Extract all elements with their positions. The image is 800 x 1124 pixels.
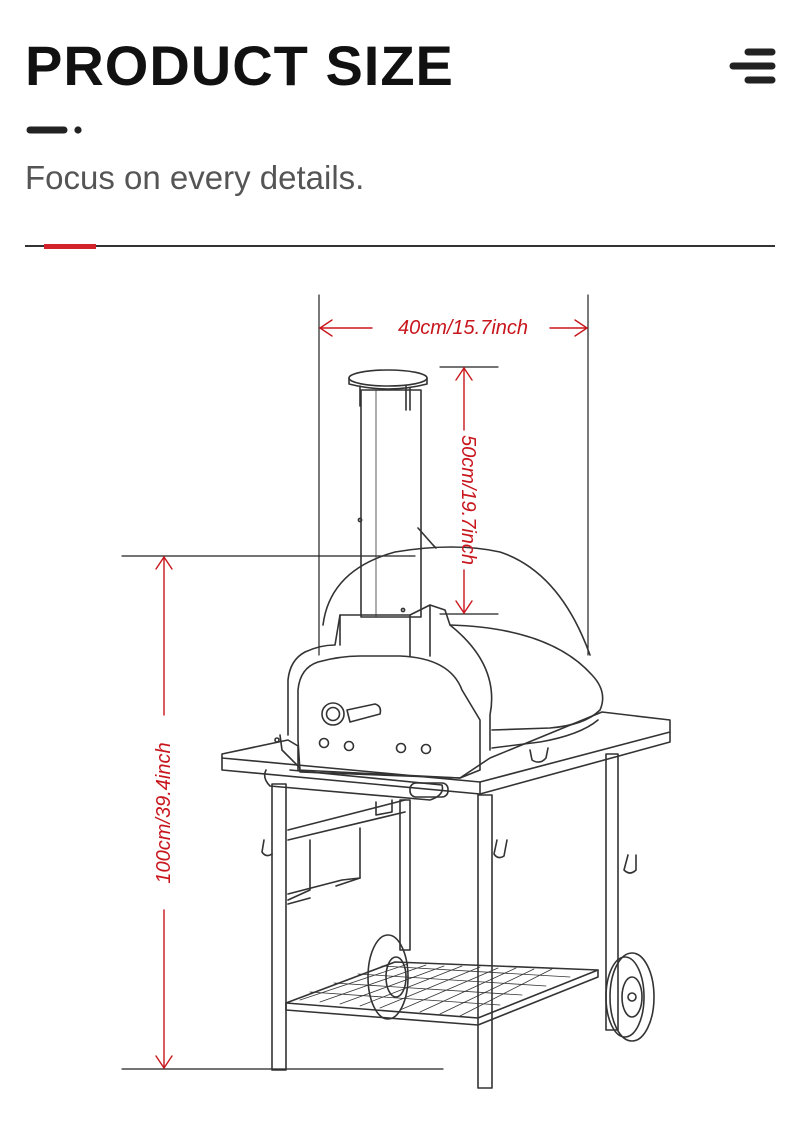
chimney-height-dimension (455, 366, 473, 615)
bottom-shelf (285, 961, 599, 1026)
dimension-arrows (155, 319, 589, 1070)
cart-wheels (367, 934, 655, 1042)
width-label: 40cm/15.7inch (398, 317, 528, 339)
divider-accent (44, 244, 96, 249)
divider-line (25, 245, 775, 247)
chimney (348, 369, 437, 618)
menu-lines-icon[interactable] (728, 46, 776, 88)
page-title: PRODUCT SIZE (25, 34, 454, 97)
page-subtitle: Focus on every details. (25, 159, 365, 196)
width-dimension (318, 319, 589, 337)
side-hooks (261, 839, 637, 874)
total-height-dimension (155, 555, 173, 1070)
extension-lines (121, 294, 589, 1070)
total-height-label: 100cm/39.4inch (153, 742, 175, 883)
wood-rack (287, 799, 406, 905)
oven-controls (274, 702, 549, 763)
oven-dome (279, 546, 604, 779)
dash-dot-icon (26, 126, 82, 134)
pizza-oven-drawing: 40cm/15.7inch 50cm/19.7inch 100cm/39.4in… (121, 294, 671, 1089)
table-top (221, 711, 671, 801)
cart-legs (271, 753, 619, 1089)
chimney-height-label: 50cm/19.7inch (457, 435, 479, 565)
